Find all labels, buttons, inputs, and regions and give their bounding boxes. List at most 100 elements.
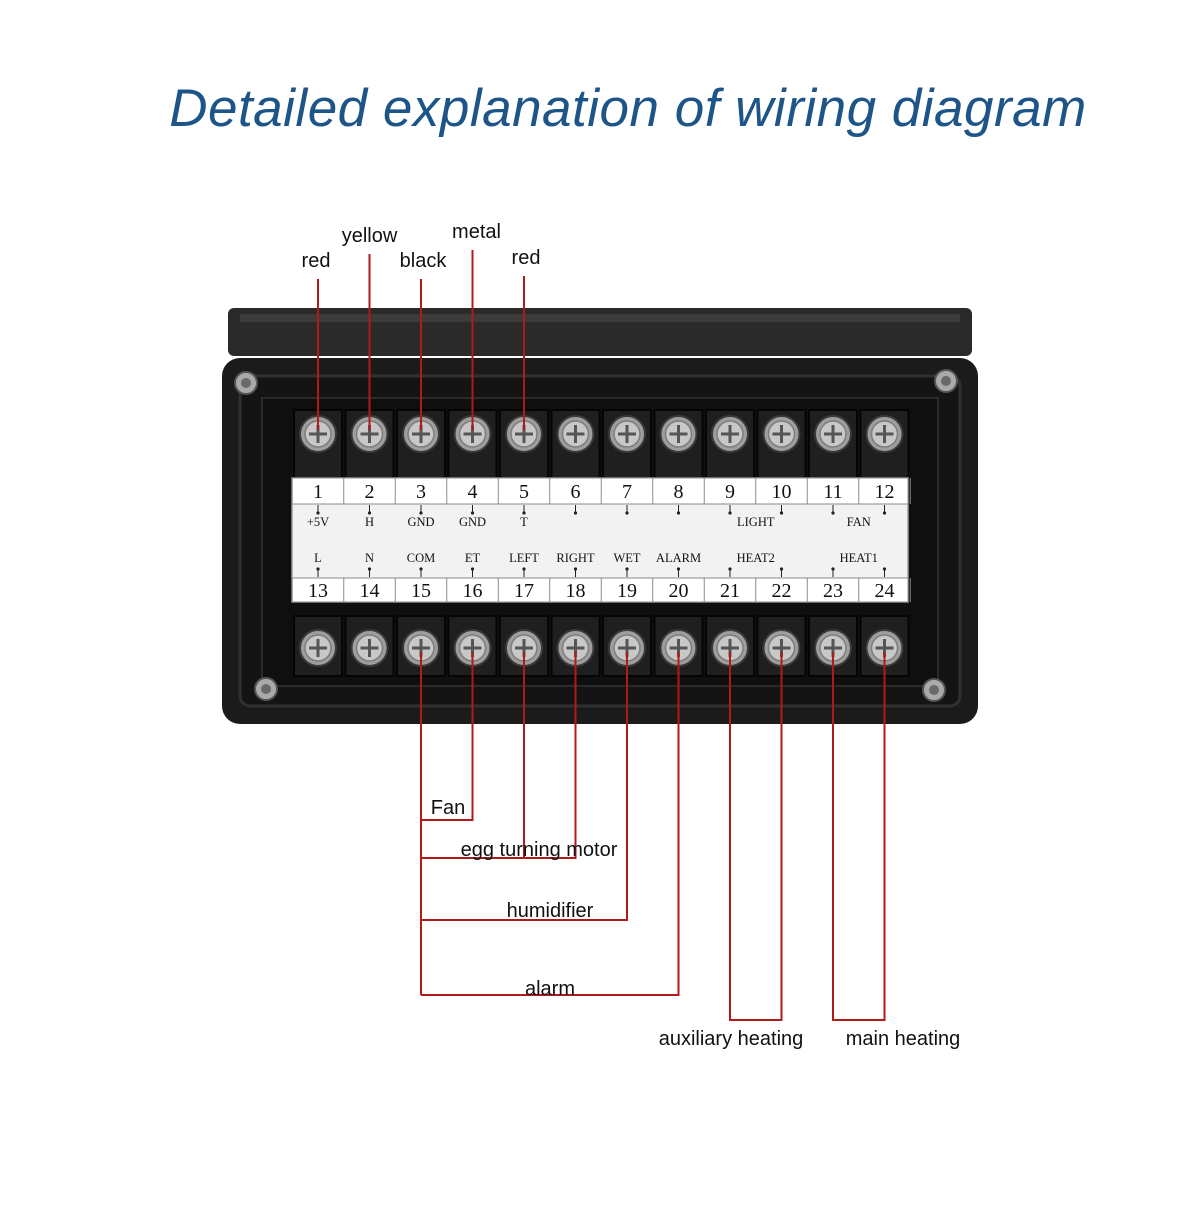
terminal-function-label: L <box>314 551 322 565</box>
terminal-function-label: N <box>365 551 374 565</box>
output-wire <box>421 652 680 996</box>
wire-color-label: red <box>512 247 541 269</box>
output-wire <box>421 652 628 921</box>
output-wire <box>421 652 474 821</box>
terminal-group-label: HEAT1 <box>840 551 878 565</box>
terminal-screw-icon <box>711 629 749 667</box>
terminal-screw-icon <box>299 629 337 667</box>
terminal-screw-icon <box>350 629 389 667</box>
pointer-tick <box>882 567 887 577</box>
terminal-screw-icon <box>865 415 904 453</box>
mounting-bolt-icon <box>922 678 946 702</box>
terminal-number: 6 <box>571 481 581 503</box>
terminal-number: 14 <box>360 580 380 602</box>
output-wire <box>832 652 886 1021</box>
pointer-tick <box>625 505 629 515</box>
output-label: auxiliary heating <box>659 1028 804 1050</box>
terminal-number: 20 <box>669 580 689 602</box>
terminal-screw-icon <box>814 629 852 667</box>
terminal-screw-icon <box>299 415 337 453</box>
terminal-number: 18 <box>566 580 586 602</box>
terminal-screw-icon <box>608 629 646 667</box>
terminal-function-label: T <box>520 515 528 529</box>
output-label: humidifier <box>507 900 594 922</box>
pointer-tick <box>367 567 372 577</box>
output-label: Fan <box>431 797 465 819</box>
terminal-number: 7 <box>622 481 632 503</box>
terminal-number: 4 <box>468 481 478 503</box>
terminal-function-label: GND <box>407 515 434 529</box>
pointer-tick <box>522 567 526 577</box>
terminal-screw-icon <box>556 629 595 667</box>
terminal-function-label: WET <box>613 551 640 565</box>
terminal-screw-icon <box>711 415 749 453</box>
terminal-function-label: ALARM <box>656 551 701 565</box>
housing-edge <box>240 314 960 322</box>
pointer-tick <box>470 505 475 515</box>
terminal-number: 8 <box>674 481 684 503</box>
bottom-number-strip <box>291 577 909 603</box>
output-label: main heating <box>846 1028 961 1050</box>
mounting-bolt-icon <box>934 369 958 393</box>
terminal-number: 23 <box>823 580 843 602</box>
terminal-number: 16 <box>463 580 483 602</box>
pointer-tick <box>367 505 372 515</box>
terminal-screw-icon <box>402 415 440 453</box>
terminal-function-label: +5V <box>307 515 329 529</box>
terminal-number: 5 <box>519 481 529 503</box>
terminal-function-label: LEFT <box>509 551 539 565</box>
wire-color-label: red <box>302 250 331 272</box>
output-label: alarm <box>525 978 575 1000</box>
terminal-number: 24 <box>875 580 895 602</box>
terminal-number: 12 <box>875 481 895 503</box>
terminal-number: 11 <box>823 481 842 503</box>
terminal-number: 9 <box>725 481 735 503</box>
terminal-screw-icon <box>814 415 852 453</box>
wire-color-label: black <box>400 250 448 272</box>
pointer-tick <box>728 567 732 577</box>
output-wire <box>729 652 783 1021</box>
pointer-tick <box>316 505 320 515</box>
diagram-title: Detailed explanation of wiring diagram <box>169 79 1087 138</box>
terminal-screw-icon <box>556 415 595 453</box>
pointer-tick <box>676 567 681 577</box>
terminal-group-label: LIGHT <box>737 515 775 529</box>
output-label: egg turning motor <box>461 839 618 861</box>
pointer-tick <box>676 505 681 515</box>
pointer-tick <box>779 567 784 577</box>
terminal-number: 2 <box>365 481 375 503</box>
terminal-group-label: FAN <box>847 515 871 529</box>
top-number-strip <box>291 477 909 505</box>
pointer-tick <box>419 505 423 515</box>
terminal-number: 19 <box>617 580 637 602</box>
terminal-function-label: H <box>365 515 374 529</box>
terminal-number: 1 <box>313 481 323 503</box>
terminal-number: 21 <box>720 580 740 602</box>
wire-color-label: yellow <box>342 225 398 247</box>
pointer-tick <box>728 505 732 515</box>
terminal-function-label: GND <box>459 515 486 529</box>
pointer-tick <box>882 505 887 515</box>
terminal-number: 15 <box>411 580 431 602</box>
pointer-tick <box>831 567 835 577</box>
terminal-number: 22 <box>772 580 792 602</box>
pointer-tick <box>470 567 475 577</box>
mounting-bolt-icon <box>234 371 258 395</box>
terminal-number: 17 <box>514 580 534 602</box>
terminal-function-label: COM <box>407 551 435 565</box>
wire-color-label: metal <box>452 221 501 243</box>
pointer-tick <box>779 505 784 515</box>
terminal-screw-icon <box>659 415 698 453</box>
pointer-tick <box>419 567 423 577</box>
terminal-function-label: RIGHT <box>556 551 595 565</box>
pointer-tick <box>522 505 526 515</box>
pointer-tick <box>831 505 835 515</box>
output-wire <box>421 652 577 859</box>
terminal-screw-icon <box>608 415 646 453</box>
pointer-tick <box>573 505 578 515</box>
terminal-group-label: HEAT2 <box>737 551 775 565</box>
terminal-number: 13 <box>308 580 328 602</box>
terminal-screw-icon <box>762 415 801 453</box>
mounting-bolt-icon <box>254 677 278 701</box>
